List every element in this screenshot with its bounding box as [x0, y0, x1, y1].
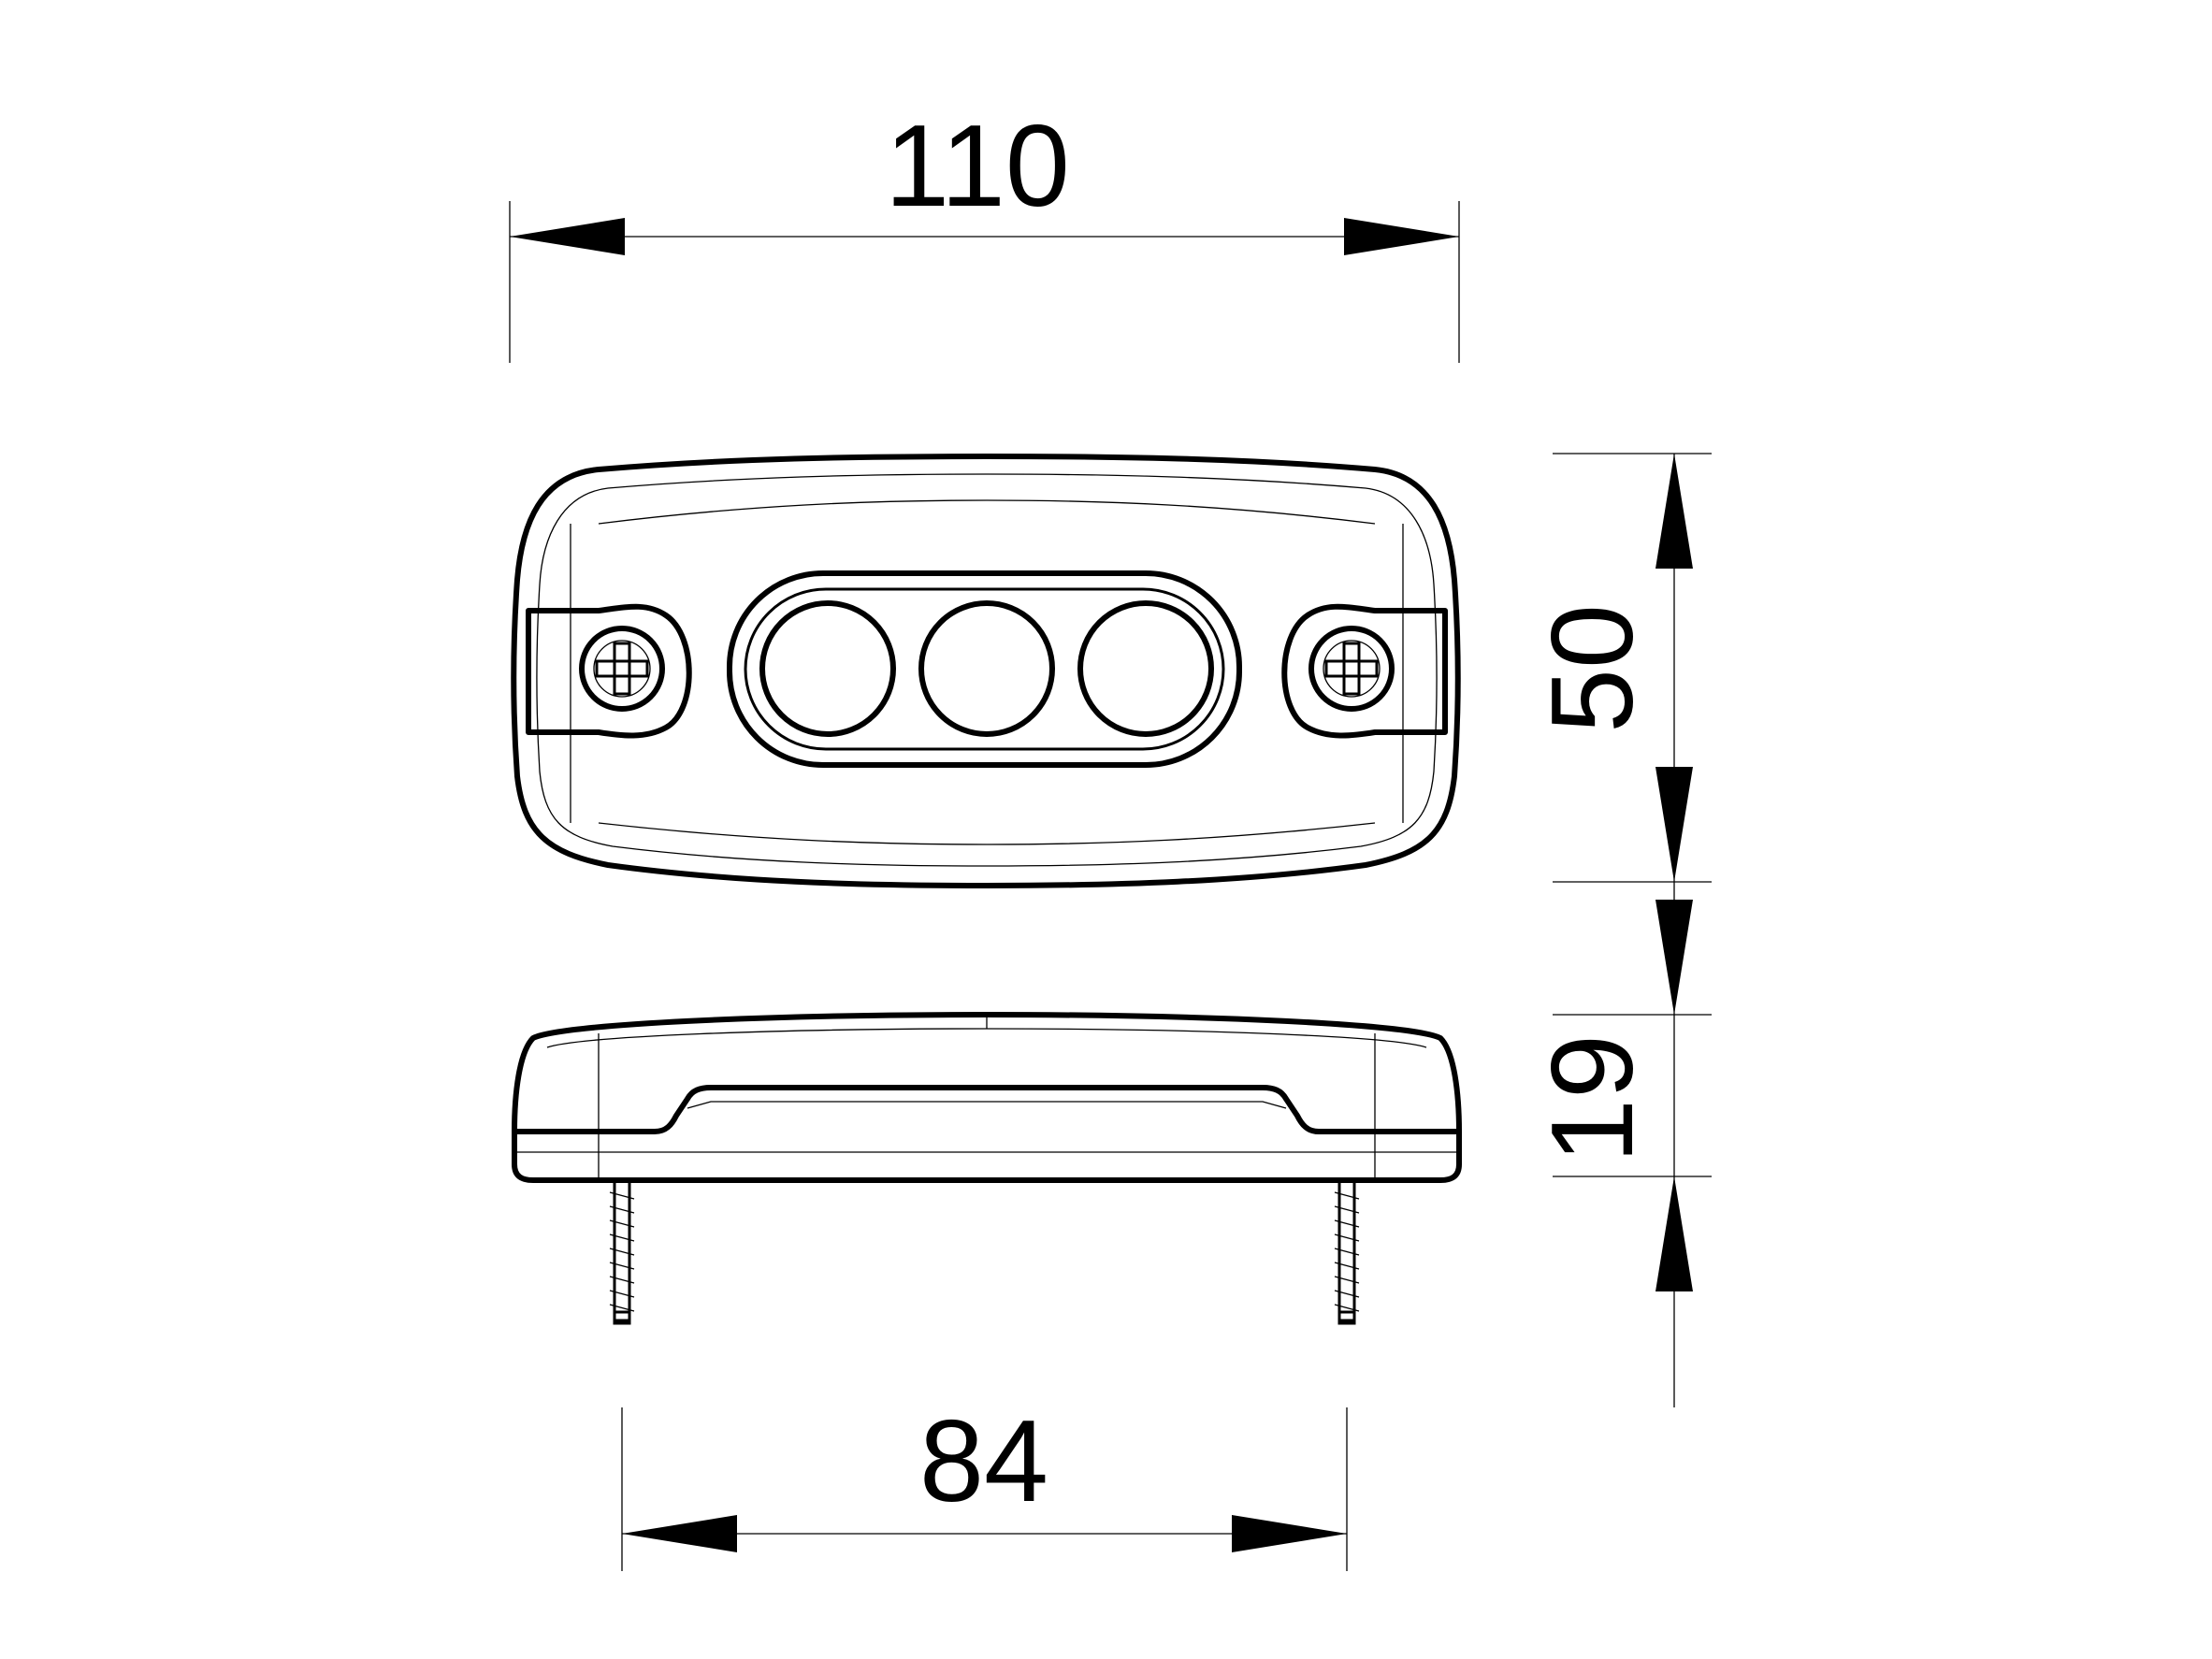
side-lens-profile	[514, 1085, 1459, 1134]
mounting-screw-right	[1334, 1178, 1360, 1325]
led-circle-2	[918, 600, 1055, 737]
arrowhead-top	[1655, 454, 1693, 569]
screw-tip	[1337, 1310, 1356, 1325]
mounting-tab-right	[1281, 603, 1448, 739]
screw-head-left	[579, 626, 665, 712]
screw-tip	[613, 1310, 631, 1325]
led-circle-3	[1077, 600, 1214, 737]
dimension-width-84: 84	[621, 1397, 1348, 1571]
led-window-outer	[727, 570, 1242, 768]
side-lens-inner	[687, 1101, 1287, 1109]
side-view	[512, 1012, 1462, 1325]
arrowhead-bottom	[1655, 1176, 1693, 1291]
arrowhead-left	[622, 1515, 737, 1552]
housing-inner-contour-3	[598, 822, 1376, 845]
dimension-height-19: 19	[1528, 882, 1712, 1407]
arrowhead-top	[1655, 900, 1693, 1015]
dimension-label-84: 84	[919, 1397, 1048, 1526]
arrowhead-bottom	[1655, 767, 1693, 882]
dimension-label-50: 50	[1528, 604, 1657, 733]
screw-cross-icon-right	[1323, 640, 1381, 698]
led-circle-1	[759, 600, 896, 737]
dimension-width-110: 110	[509, 102, 1460, 363]
housing-outline	[511, 454, 1461, 888]
dimension-label-110: 110	[885, 102, 1070, 231]
housing-inner-contour-2	[598, 499, 1376, 525]
mounting-screw-left	[609, 1178, 635, 1325]
dimension-label-19: 19	[1528, 1034, 1657, 1163]
side-housing-outline	[512, 1012, 1462, 1183]
screw-head-right	[1308, 626, 1395, 712]
housing-inner-contour	[536, 473, 1438, 867]
led-window-inner	[744, 587, 1225, 751]
screw-cross-icon-left	[593, 640, 651, 698]
arrowhead-right	[1232, 1515, 1347, 1552]
mounting-tab-left	[526, 603, 692, 739]
side-top-contour	[546, 1028, 1427, 1048]
front-view	[511, 454, 1461, 888]
arrowhead-right	[1344, 218, 1459, 255]
arrowhead-left	[510, 218, 625, 255]
dimension-height-50: 50	[1528, 453, 1712, 883]
